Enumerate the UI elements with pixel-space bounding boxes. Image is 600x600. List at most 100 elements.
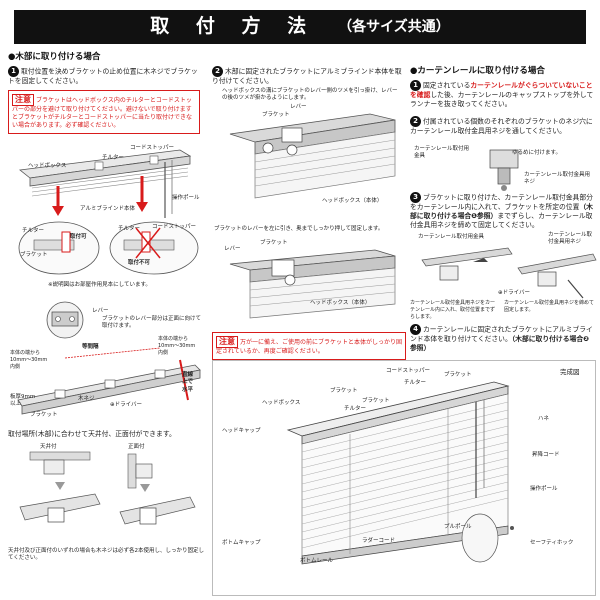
label-tilter-callout: チルター <box>22 228 45 234</box>
headbox-diagram <box>19 149 192 218</box>
label-tilter-ng: チルター <box>118 226 141 232</box>
rail-step1-c: した後、カーテンレールのキャップストップを外してランナーを抜き取ってください。 <box>410 91 594 109</box>
rail-step2-text: 付属されている個数のそれぞれのブラケットのネジ穴にカーテンレール取付金具用ネジを… <box>410 117 593 136</box>
step-number: 3 <box>410 192 421 203</box>
mounting-rail-diagram <box>17 347 201 415</box>
label-operation-pole: 操作ポール <box>172 195 200 201</box>
label-curtain-screw: カーテンレール取付金具用ネジ <box>524 172 591 186</box>
rail-fig-note1: カーテンレール取付金具用ネジをカーテンレール内に入れ、取付位置までずらします。 <box>410 300 496 320</box>
lever-note: ブラケットのレバー部分は正面に向けて取付けます。 <box>102 316 202 330</box>
label-screwdriver-rail: ⊕ドライバー <box>498 290 530 296</box>
cp-safety-hook: セーフティホック <box>530 540 574 546</box>
rail-step3-a: ブラケットに取り付けた、カーテンレール取付金具部分をカーテンレール内に入れて、ブ… <box>410 193 593 212</box>
cp-pull-pole: プルポール <box>444 524 472 530</box>
bottom-note-text: 天井付及び正面付のいずれの場合も木ネジは必ず各2本使用し、しっかり固定してくださ… <box>8 548 205 562</box>
mid-label-bracket2: ブラケット <box>260 240 288 246</box>
cp-headbox: ヘッドボックス <box>262 400 301 406</box>
wood-caution-box: 注意ブラケットはヘッドボックス内のチルターとコードストッパーの部分を避けて取り付… <box>8 90 200 134</box>
rail-step1-b: カーテンレールがぐらついていないことを確認 <box>410 81 593 100</box>
label-curtain-fitting: カーテンレール取付用金具 <box>414 146 470 160</box>
rail-fitting-diagram <box>489 149 519 191</box>
complete-title: 完成図 <box>560 368 580 376</box>
rail-step4-a: カーテンレールに固定されたブラケットにアルミブラインド本体を取り付けてください。 <box>410 325 593 344</box>
dim-text-right: 本体の端から10mm〜30mm内側 <box>158 336 196 356</box>
cp-bracket-b: ブラケット <box>330 388 358 394</box>
label-curtain-screw2: カーテンレール取付金具用ネジ <box>548 232 593 246</box>
cp-tilter-a: チルター <box>404 380 427 386</box>
placement-text: 取付場所(木部)に合わせて天井付、正面付ができます。 <box>8 430 176 438</box>
mid-step2-text: 木部に固定されたブラケットにアルミブラインド本体を取り付けてください。 <box>212 67 402 86</box>
cp-bracket-c: ブラケット <box>362 398 390 404</box>
label-bracket-callout: ブラケット <box>20 252 48 258</box>
step-number: 4 <box>410 324 421 335</box>
cp-head-cap: ヘッドキャップ <box>222 428 261 434</box>
step-number: 1 <box>8 66 19 77</box>
figure-note: ※説明図はお部屋作用見本にしています。 <box>48 282 151 288</box>
headbox-locked-diagram <box>229 249 396 319</box>
label-front: 正面付 <box>128 444 145 450</box>
ceiling-front-diagrams <box>19 451 196 525</box>
complete-blind-diagram <box>286 381 514 565</box>
rail-fig-note2: カーテンレール取付金具用ネジを締めて固定します。 <box>504 300 595 313</box>
step-number: 1 <box>410 80 421 91</box>
wood-step1-text: 取付位置を決めブラケットの止め位置に木ネジでブラケットを固定してください。 <box>8 67 198 86</box>
step-number: 2 <box>212 66 223 77</box>
label-wood-screw: 木ネジ <box>78 396 95 402</box>
label-board: 板厚9mm以上 <box>10 394 36 408</box>
mid-label-bracket: ブラケット <box>262 112 290 118</box>
step-number: 2 <box>410 116 421 127</box>
cp-lift-cord: 昇降コード <box>532 452 560 458</box>
bottom-note: 天井付及び正面付のいずれの場合も木ネジは必ず各2本使用し、しっかり固定してくださ… <box>8 548 208 563</box>
cp-bottom-cap: ボトムキャップ <box>222 540 261 546</box>
rail-step3-c: までずらし、カーテンレール取付金具用ネジを締めて固定してください。 <box>410 212 593 230</box>
label-loosen: ゆるめに付けます。 <box>512 150 561 156</box>
rail-step3-b: （木部に取り付ける場合❶参照） <box>410 203 593 221</box>
label-level: 直線上で水平 <box>182 372 194 393</box>
complete-diagram-frame <box>212 360 596 596</box>
label-curtain-fitting2: カーテンレール取付用金具 <box>418 234 485 240</box>
label-headbox: ヘッドボックス <box>28 163 67 169</box>
cp-slat: ハネ <box>538 416 550 422</box>
ng-mark: 取付不可 <box>128 260 151 266</box>
cp-cord-stopper: コードストッパー <box>386 368 431 374</box>
title-bar: 取 付 方 法 （各サイズ共通） <box>14 10 586 44</box>
mid-step2-sub: ヘッドボックスの溝にブラケットのレバー側のツメを引っ掛け、レバーの後のツメが掛か… <box>222 88 398 102</box>
label-lever: レバー <box>92 308 109 314</box>
mid-label-headbox: ヘッドボックス（本体） <box>322 198 383 204</box>
lever-bracket-diagram <box>46 301 84 339</box>
rail-section-heading: ●カーテンレールに取り付ける場合 <box>410 66 545 76</box>
rail-step1-a: 固定されている <box>423 81 471 90</box>
label-bracket-rail: ブラケット <box>30 412 58 418</box>
cp-bracket-a: ブラケット <box>444 372 472 378</box>
mid-label-headbox2: ヘッドボックス（本体） <box>310 300 371 306</box>
caution-badge: 注意 <box>12 94 34 107</box>
page-subtitle: （各サイズ共通） <box>338 18 450 35</box>
label-aluminum-blind: アルミブラインド本体 <box>80 206 135 212</box>
mid-label-lever: レバー <box>290 104 307 110</box>
cp-operation-pole: 操作ポール <box>530 486 558 492</box>
rail-step4-b: （木部に取り付ける場合❷参照） <box>410 335 589 353</box>
label-cord-stopper-ng: コードストッパー <box>152 224 197 230</box>
push-text: ブラケットのレバーを左に引き、奥までしっかり押して固定します。 <box>214 226 384 232</box>
label-screwdriver: ⊕ドライバー <box>110 402 142 408</box>
cp-bottom-rail: ボトムレール <box>300 558 334 564</box>
page-title: 取 付 方 法 <box>150 15 317 38</box>
dim-text-left: 本体の端から10mm〜30mm内側 <box>10 350 48 370</box>
label-cord-stopper: コードストッパー <box>130 145 175 151</box>
wood-caution-text: ブラケットはヘッドボックス内のチルターとコードストッパーの部分を避けて取り付けて… <box>12 97 193 129</box>
rail-slide-diagram <box>421 247 597 299</box>
label-tilter: チルター <box>102 155 125 161</box>
wood-section-heading: ●木部に取り付ける場合 <box>8 52 101 62</box>
headbox-hook-diagram <box>229 113 396 199</box>
mid-caution-text: 万が一に備え、ご使用の前にブラケットと本体がしっかり固定されているか、再度ご確認… <box>216 339 403 356</box>
mid-label-lever2: レバー <box>224 246 241 252</box>
ok-ng-callouts <box>18 221 199 275</box>
label-ceiling: 天井付 <box>40 444 57 450</box>
cp-ladder-cord: ラダーコード <box>362 538 396 544</box>
